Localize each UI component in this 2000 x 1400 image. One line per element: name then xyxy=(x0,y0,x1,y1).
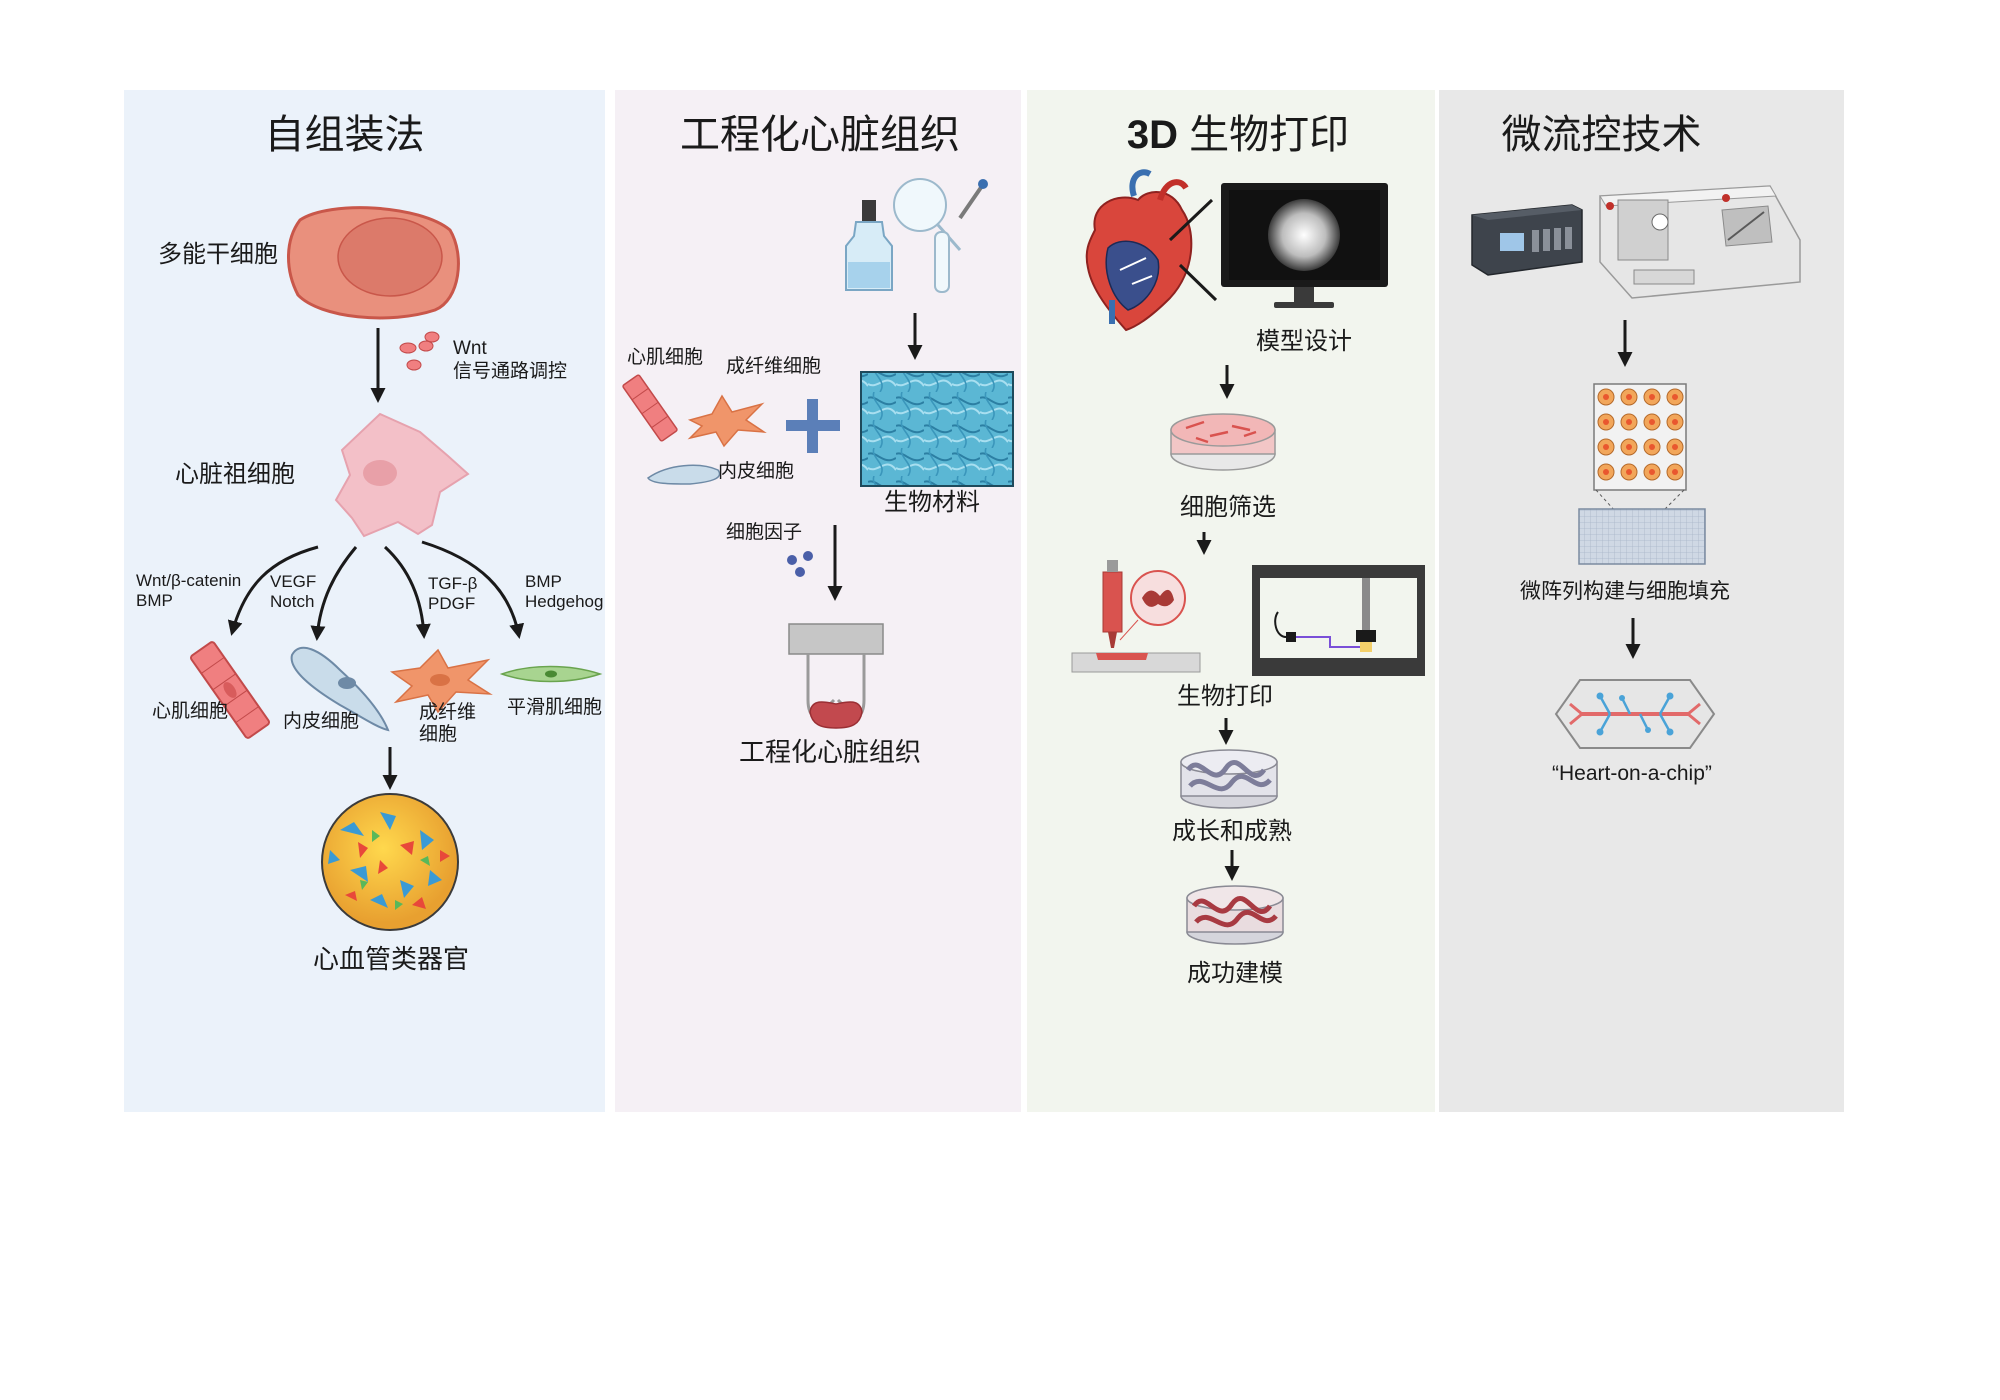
label-cardiomyocyte-eht: 心肌细胞 xyxy=(627,347,704,368)
stem-cell-icon xyxy=(287,206,460,320)
heart-to-monitor-lines xyxy=(1168,198,1218,302)
media-bottle-icon xyxy=(845,200,893,291)
microarray-wells xyxy=(1597,388,1684,481)
microarray-well-center xyxy=(1626,394,1632,400)
microarray-well-center xyxy=(1649,469,1655,475)
label-smooth-muscle: 平滑肌细胞 xyxy=(507,697,603,718)
fibroblast-icon xyxy=(390,648,493,714)
label-fibroblast-eht: 成纤维细胞 xyxy=(726,356,822,377)
microarray-well-center xyxy=(1649,419,1655,425)
endothelial-cell-icon xyxy=(646,464,721,485)
microarray-well-center xyxy=(1603,469,1609,475)
microarray-well-center xyxy=(1626,419,1632,425)
mature-construct-icon xyxy=(1186,885,1284,945)
microarray-well-center xyxy=(1672,444,1678,450)
panel-title-3d-bioprinting: 3D 生物打印 xyxy=(1034,102,1442,160)
label-cardiomyocyte: 心肌细胞 xyxy=(152,701,229,722)
panel-title-engineered-tissue: 工程化心脏组织 xyxy=(680,113,960,157)
microarray-well-center xyxy=(1603,394,1609,400)
microfluidic-station-icon xyxy=(1599,185,1801,299)
signal-line-1: BMP xyxy=(525,572,562,591)
label-fibroblast-line1: 成纤维 xyxy=(419,702,477,723)
heart-on-a-chip-icon xyxy=(1554,679,1716,749)
label-wnt-regulation: Wnt 信号通路调控 xyxy=(453,338,567,384)
microarray-well-center xyxy=(1649,394,1655,400)
microarray-well-center xyxy=(1626,444,1632,450)
plus-icon xyxy=(786,399,840,453)
endothelial-cell-icon xyxy=(290,646,390,732)
label-progenitor: 心脏祖细胞 xyxy=(175,461,295,488)
cardiomyocyte-icon xyxy=(190,641,270,739)
monitor-icon xyxy=(1221,183,1388,308)
microarray-grid-icon xyxy=(1578,508,1706,565)
magnifier-pipette-icon xyxy=(893,178,988,293)
label-fibroblast: 成纤维 细胞 xyxy=(419,702,476,746)
bioprinter-nozzle-icon xyxy=(1071,560,1201,673)
label-biomaterial: 生物材料 xyxy=(884,489,980,516)
3d-printer-frame-icon xyxy=(1252,565,1425,676)
signal-line-2: Notch xyxy=(270,591,315,611)
biomaterial-scaffold-icon xyxy=(860,371,1014,487)
panel-title-microfluidics: 微流控技术 xyxy=(1501,113,1702,157)
petri-dish-icon xyxy=(1170,413,1276,471)
smooth-muscle-cell-icon xyxy=(499,665,603,683)
microarray-well-center xyxy=(1672,394,1678,400)
wnt-molecule-icon xyxy=(399,331,440,371)
panel-title-self-assembly: 自组装法 xyxy=(264,113,425,157)
growing-construct-icon xyxy=(1180,749,1278,809)
heart-anatomy-icon xyxy=(1085,169,1193,332)
label-heart-on-a-chip: “Heart-on-a-chip” xyxy=(1552,762,1712,785)
cardiomyocyte-icon xyxy=(622,374,678,442)
microarray-well-center xyxy=(1672,419,1678,425)
label-cytokine: 细胞因子 xyxy=(726,522,803,543)
engineered-tissue-holder-icon xyxy=(788,623,884,729)
label-endothelial: 内皮细胞 xyxy=(283,711,360,732)
signal-line-1: VEGF xyxy=(270,572,317,591)
label-bioprinting: 生物打印 xyxy=(1177,683,1273,710)
label-engineered-tissue: 工程化心脏组织 xyxy=(739,737,922,767)
fibroblast-icon xyxy=(687,394,767,448)
microarray-well-center xyxy=(1626,469,1632,475)
label-successful-modeling: 成功建模 xyxy=(1187,960,1283,987)
microarray-well-center xyxy=(1603,444,1609,450)
label-wnt: Wnt xyxy=(453,338,487,359)
label-growth-maturation: 成长和成熟 xyxy=(1172,818,1292,845)
label-cell-screening: 细胞筛选 xyxy=(1180,494,1276,521)
label-microarray: 微阵列构建与细胞填充 xyxy=(1520,580,1730,603)
label-organoid: 心血管类器官 xyxy=(313,944,470,974)
signal-line-1: Wnt/β-catenin xyxy=(136,571,242,590)
label-endothelial-eht: 内皮细胞 xyxy=(718,461,795,482)
pump-controller-icon xyxy=(1471,204,1583,276)
microarray-well-center xyxy=(1672,469,1678,475)
differentiation-arrows xyxy=(227,540,525,641)
label-wnt-pathway: 信号通路调控 xyxy=(453,360,568,382)
label-fibroblast-line2: 细胞 xyxy=(419,723,458,745)
label-model-design: 模型设计 xyxy=(1256,328,1352,355)
microarray-well-center xyxy=(1603,419,1609,425)
label-stem-cell: 多能干细胞 xyxy=(158,241,278,268)
signal-line-2: BMP xyxy=(136,590,173,610)
cytokine-dots-icon xyxy=(787,551,813,577)
panel-engineered-tissue: 工程化心脏组织 xyxy=(615,90,1021,1112)
signal-line-2: Hedgehog xyxy=(525,591,604,611)
progenitor-cell-icon xyxy=(334,412,470,538)
signal-line-2: PDGF xyxy=(428,593,476,613)
microarray-well-center xyxy=(1649,444,1655,450)
title-bioprint: 生物打印 xyxy=(1178,113,1350,157)
title-3d: 3D xyxy=(1126,113,1178,157)
signal-line-1: TGF-β xyxy=(428,574,478,593)
organoid-icon xyxy=(321,793,459,931)
